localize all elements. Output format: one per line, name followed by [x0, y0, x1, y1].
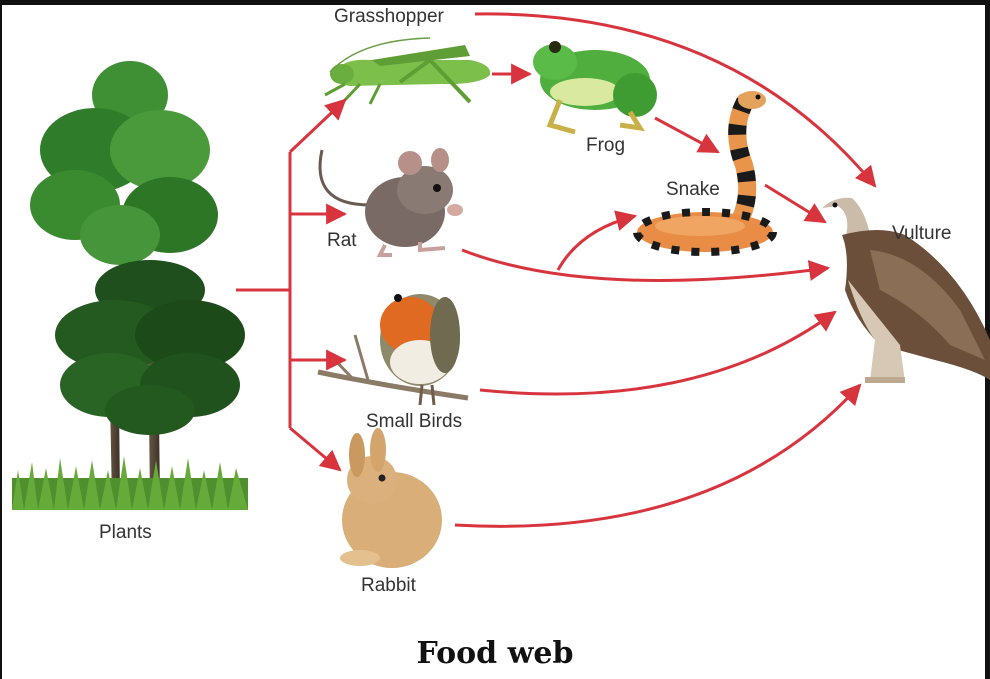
arrow-snake-to-vulture: [765, 185, 825, 222]
arrow-rat-to-vulture: [462, 250, 828, 280]
arrow-plants-to-rabbit: [290, 428, 340, 470]
label-grasshopper: Grasshopper: [334, 6, 444, 28]
arrow-rat-to-snake: [558, 216, 635, 270]
arrow-plants-trunk: [236, 152, 290, 428]
label-plants: Plants: [99, 522, 152, 544]
diagram-title: Food web: [0, 636, 990, 671]
label-small-birds: Small Birds: [366, 411, 462, 433]
label-frog: Frog: [586, 135, 625, 157]
arrow-frog-to-snake: [655, 118, 718, 152]
arrow-rabbit-to-vulture: [455, 385, 860, 526]
label-rabbit: Rabbit: [361, 575, 416, 597]
snake-illustration: [637, 91, 773, 252]
plants-illustration: [12, 61, 248, 510]
arrow-small-birds-to-vulture: [480, 312, 835, 394]
rabbit-illustration: [340, 428, 442, 568]
arrow-plants-to-grasshopper: [290, 100, 345, 152]
label-snake: Snake: [666, 179, 720, 201]
frog-illustration: [533, 41, 657, 132]
label-vulture: Vulture: [892, 223, 952, 245]
label-rat: Rat: [327, 230, 357, 252]
grasshopper-illustration: [325, 38, 490, 104]
small-birds-illustration: [318, 294, 468, 405]
arrow-grasshopper-to-vulture: [475, 14, 875, 186]
